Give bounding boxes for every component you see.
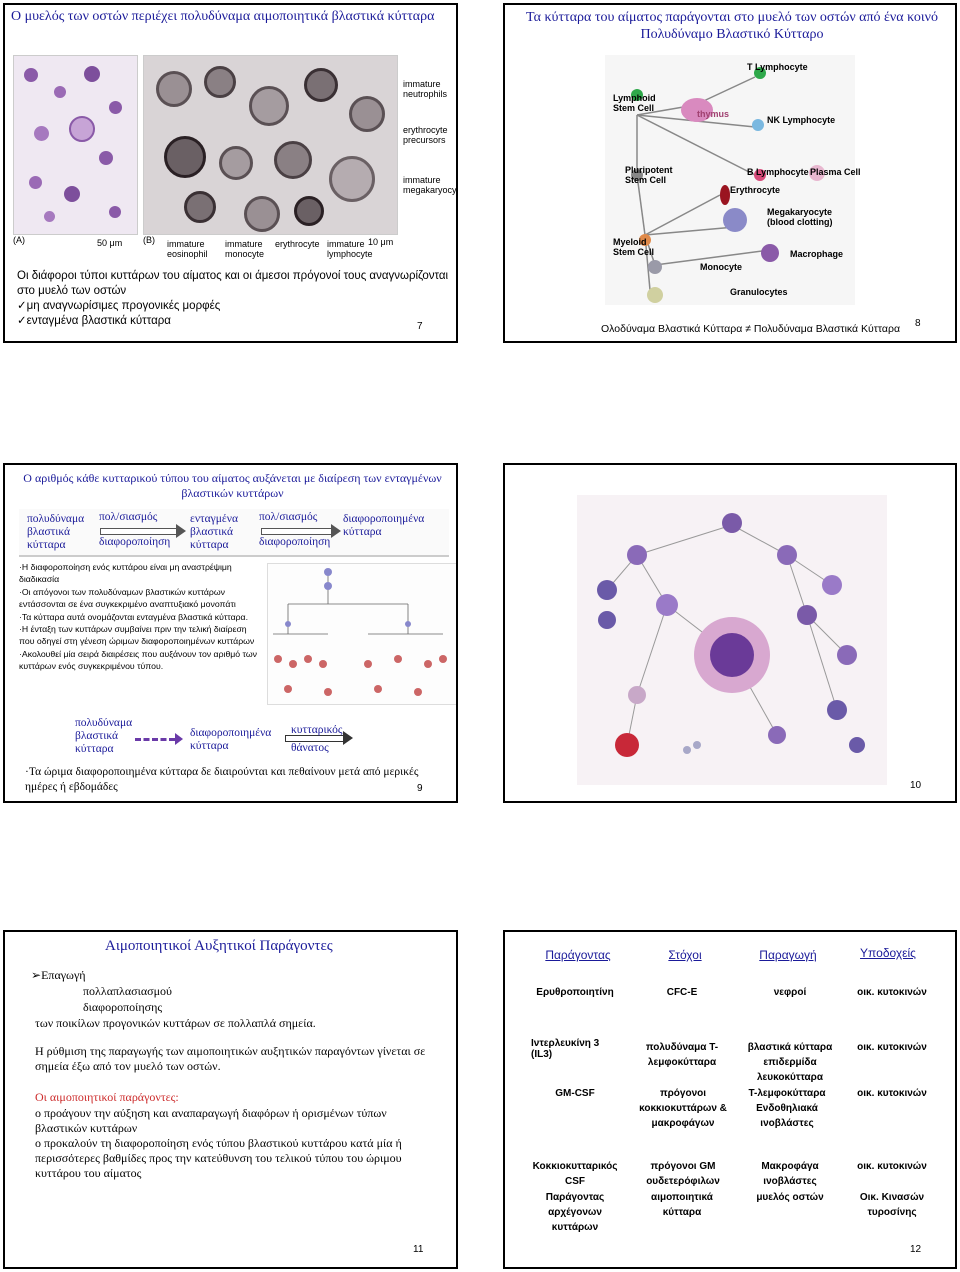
page-number: 9	[417, 783, 423, 794]
slide-11-lead: ➢Επαγωγή	[31, 968, 86, 982]
flow-arrow-2	[261, 528, 333, 535]
fig-label-immature-lymphocyte: immature lymphocyte	[327, 239, 373, 259]
arrow-bullet-icon: ➢	[31, 968, 42, 982]
fig-label-scale-b: 10 μm	[368, 237, 394, 247]
table-header-production: Παραγωγή	[759, 948, 817, 962]
fig-label-immature-eosinophil: immature eosinophil	[167, 239, 208, 259]
dashed-arrow	[135, 738, 175, 741]
bullet-item: ·Ακολουθεί μία σειρά διαιρέσεις που αυξά…	[19, 648, 257, 672]
slide-7-check-2: ✓ενταγμένα βλαστικά κύτταρα	[17, 315, 171, 327]
slide-7-body: Οι διάφοροι τύποι κυττάρων του αίματος κ…	[17, 270, 449, 297]
slide-9-title: Ο αριθμός κάθε κυτταρικού τύπου του αίμα…	[23, 471, 442, 500]
slide-9-closing: ·Τα ώριμα διαφοροποιημένα κύτταρα δε δια…	[25, 766, 419, 793]
fig-label-immature-neutrophils: immature neutrophils	[403, 79, 448, 99]
fig-label-immature-monocyte: immature monocyte	[225, 239, 265, 259]
slide-11: Αιμοποιητικοί Αυξητικοί Παράγοντες ➢Επαγ…	[3, 930, 458, 1269]
table-header-targets: Στόχοι	[668, 948, 702, 962]
slide-8: Τα κύτταρα του αίματος παράγονται στο μυ…	[503, 3, 957, 343]
bullet-item: ·Η ένταξη των κυττάρων συμβαίνει πριν τη…	[19, 624, 255, 647]
diagram-label-t-lymphocyte: T Lymphocyte	[747, 62, 808, 72]
slide-11-o1: ο προάγουν την αύξηση και αναπαραγωγή δι…	[35, 1106, 387, 1135]
diagram-label-megakaryocyte: Megakaryocyte (blood clotting)	[767, 207, 833, 227]
slide-11-para: Η ρύθμιση της παραγωγής των αιμοποιητικώ…	[35, 1044, 426, 1073]
bullet-item: ·Οι απόγονοι των πολυδύναμων βλαστικών κ…	[19, 586, 236, 610]
page-number: 8	[915, 318, 921, 329]
diagram-label-nk-lymphocyte: NK Lymphocyte	[767, 115, 836, 125]
page-number: 10	[910, 780, 922, 791]
table-header-receptors: Υποδοχείς	[860, 946, 916, 960]
flow-arrow-1	[100, 528, 178, 535]
marrow-micrograph-a	[13, 55, 138, 235]
diagram-label-granulocytes: Granulocytes	[730, 287, 788, 297]
lower-flow-1: πολυδύναμα βλαστικά κύτταρα	[75, 717, 133, 755]
check-icon: ✓	[17, 315, 27, 327]
bullet-list: ·Η διαφοροποίηση ενός κυττάρου είναι μη …	[19, 561, 257, 673]
flow-arrow-1-head	[176, 524, 186, 538]
slide-11-o2: ο προκαλούν τη διαφοροποίηση ενός τύπου …	[35, 1136, 402, 1180]
lineage-arrows	[631, 67, 825, 303]
bullet-item: ·Η διαφοροποίηση ενός κυττάρου είναι μη …	[19, 562, 232, 585]
slide-11-title: Αιμοποιητικοί Αυξητικοί Παράγοντες	[105, 938, 333, 954]
flow-step-3: διαφοροποιημένα κύτταρα	[343, 513, 425, 538]
flow-arrow-2-head	[331, 524, 341, 538]
slide-7-title: Ο μυελός των οστών περιέχει πολυδύναμα α…	[11, 9, 435, 24]
diagram-label-thymus: thymus	[697, 109, 730, 119]
page-number: 11	[413, 1244, 424, 1255]
slide-11-item-2: διαφοροποίησης	[83, 1000, 163, 1014]
page-number: 7	[417, 321, 423, 332]
fig-label-immature-megakaryocyte: immature megakaryocyte	[403, 175, 458, 195]
diagram-label-monocyte: Monocyte	[700, 262, 743, 272]
slide-8-title: Τα κύτταρα του αίματος παράγονται στο μυ…	[526, 10, 938, 42]
dashed-arrow-head	[175, 733, 183, 745]
page-number: 12	[910, 1244, 922, 1255]
slide-11-subtitle: Οι αιμοποιητικοί παράγοντες:	[35, 1090, 179, 1104]
lower-arrow-head	[343, 731, 353, 745]
lineage-illustration	[597, 513, 865, 757]
slide-12: Παράγοντας Στόχοι Παραγωγή Υποδοχείς Ερυ…	[503, 930, 957, 1269]
fig-label-erythrocyte-precursors: erythrocyte precursors	[403, 125, 448, 145]
lineage-tree	[273, 568, 447, 696]
slide-11-item-3: των ποικίλων προγονικών κυττάρων σε πολλ…	[35, 1016, 316, 1030]
blood-lineage-illustration	[577, 495, 887, 785]
lineage-tree-figure	[267, 563, 456, 705]
flow-arrow-1-bottom: διαφοροποίηση	[99, 536, 171, 548]
slide-7-check-1: ✓μη αναγνωρίσιμες προγονικές μορφές	[17, 300, 221, 312]
fig-label-a: (A)	[13, 235, 25, 245]
slide-9: Ο αριθμός κάθε κυτταρικού τύπου του αίμα…	[3, 463, 458, 803]
growth-factor-table: Παράγοντας Στόχοι Παραγωγή Υποδοχείς Ερυ…	[531, 946, 927, 1233]
marrow-micrograph-b	[143, 55, 398, 235]
diagram-label-lymphoid-stem: Lymphoid Stem Cell	[613, 93, 656, 113]
lower-flow-2: διαφοροποιημένα κύτταρα	[190, 727, 272, 752]
slide-10: 10	[503, 463, 957, 803]
flow-step-2: ενταγμένα βλαστικά κύτταρα	[190, 513, 238, 551]
diagram-label-plasma-cell: Plasma Cell	[810, 167, 861, 177]
fig-label-erythrocyte: erythrocyte	[275, 239, 320, 249]
diagram-label-pluripotent: Pluripotent Stem Cell	[625, 165, 673, 185]
table-header-factor: Παράγοντας	[545, 948, 611, 962]
lower-flow-3: κυτταρικός θάνατος	[291, 724, 343, 754]
diagram-label-myeloid-stem: Myeloid Stem Cell	[613, 237, 655, 257]
fig-label-b: (B)	[143, 235, 155, 245]
diagram-label-b-lymphocyte: B Lymphocyte	[747, 167, 809, 177]
flow-arrow-2-bottom: διαφοροποίηση	[259, 536, 331, 548]
flow-banner	[19, 509, 449, 557]
diagram-label-erythrocyte: Erythrocyte	[730, 185, 781, 195]
slide-11-item-1: πολλαπλασιασμού	[83, 984, 172, 998]
flow-step-1: πολυδύναμα βλαστικά κύτταρα	[27, 513, 85, 551]
flow-arrow-2-top: πολ/σιασμός	[259, 511, 318, 523]
hematopoiesis-diagram	[605, 55, 855, 305]
slide-8-caption: Ολοδύναμα Βλαστικά Κύτταρα ≠ Πολυδύναμα …	[601, 323, 901, 335]
fig-label-scale-a: 50 μm	[97, 238, 123, 248]
bullet-item: ·Τα κύτταρα αυτά ονομάζονται ενταγμένα β…	[19, 611, 248, 622]
slide-7: Ο μυελός των οστών περιέχει πολυδύναμα α…	[3, 3, 458, 343]
check-icon: ✓	[17, 300, 27, 312]
diagram-label-macrophage: Macrophage	[790, 249, 844, 259]
flow-arrow-1-top: πολ/σιασμός	[99, 511, 158, 523]
